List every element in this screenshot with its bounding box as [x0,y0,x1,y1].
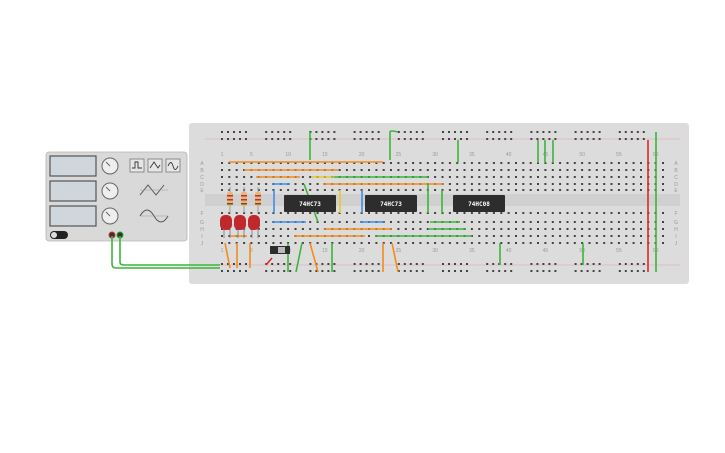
breadboard[interactable]: 1155101015152020252530303535404045455050… [189,123,689,284]
row-label: I [675,234,676,240]
led-2 [234,215,246,238]
column-label: 20 [359,248,365,254]
leds[interactable] [220,215,260,238]
column-label: 25 [396,152,402,158]
row-label: B [200,168,204,174]
chip-3[interactable]: 74HC08 [453,195,505,212]
row-label: D [200,182,204,188]
row-label: I [201,234,202,240]
chip-2[interactable]: 74HC73 [365,195,417,212]
display-3 [49,205,97,227]
power-toggle-knob [51,232,57,238]
led-1 [220,215,232,238]
column-label: 30 [432,152,438,158]
column-label: 55 [616,152,622,158]
column-label: 35 [469,152,475,158]
column-label: 30 [432,248,438,254]
row-label: F [200,211,203,217]
row-label: F [674,211,677,217]
square-wave-button[interactable] [129,158,145,173]
row-label: E [674,188,678,194]
sine-wave-icon [167,162,179,170]
column-label: 5 [250,152,253,158]
chip-3-label: 74HC08 [468,201,490,208]
chip-1-label: 74HC73 [299,201,321,208]
resistors[interactable] [227,187,261,213]
row-label: H [200,227,204,233]
column-label: 40 [506,152,512,158]
resistor-2 [241,187,247,213]
power-supply[interactable] [45,151,188,242]
supply-wire-2[interactable] [119,236,220,266]
column-label: 25 [396,248,402,254]
triangle-wave-button[interactable] [147,158,163,173]
led-3 [248,215,260,238]
column-label: 50 [579,152,585,158]
square-wave-icon [132,161,142,169]
supply-wire-1[interactable] [111,236,220,269]
row-label: J [675,241,678,247]
row-label: J [201,241,204,247]
resistor-3 [255,187,261,213]
display-1 [49,155,97,177]
column-label: 15 [322,152,328,158]
row-label: G [674,220,678,226]
column-label: 15 [322,248,328,254]
chip-1[interactable]: 74HC73 [284,195,336,212]
row-label: D [674,182,678,188]
row-label: A [200,161,204,167]
column-label: 5 [250,248,253,254]
display-2 [49,180,97,202]
column-label: 55 [616,248,622,254]
chip-2-label: 74HC73 [380,201,402,208]
column-label: 1 [221,248,224,254]
row-label: B [674,168,678,174]
column-label: 20 [359,152,365,158]
row-label: H [674,227,678,233]
row-label: G [200,220,204,226]
triangle-wave-icon [149,161,161,169]
switch-slider[interactable] [278,247,285,253]
column-label: 45 [543,248,549,254]
row-label: E [200,188,204,194]
column-label: 40 [506,248,512,254]
column-label: 1 [221,152,224,158]
column-label: 35 [469,248,475,254]
resistor-1 [227,187,233,213]
row-label: C [200,175,204,181]
slide-switch[interactable] [270,246,290,254]
row-label: A [674,161,678,167]
column-label: 10 [285,152,291,158]
row-label: C [674,175,678,181]
